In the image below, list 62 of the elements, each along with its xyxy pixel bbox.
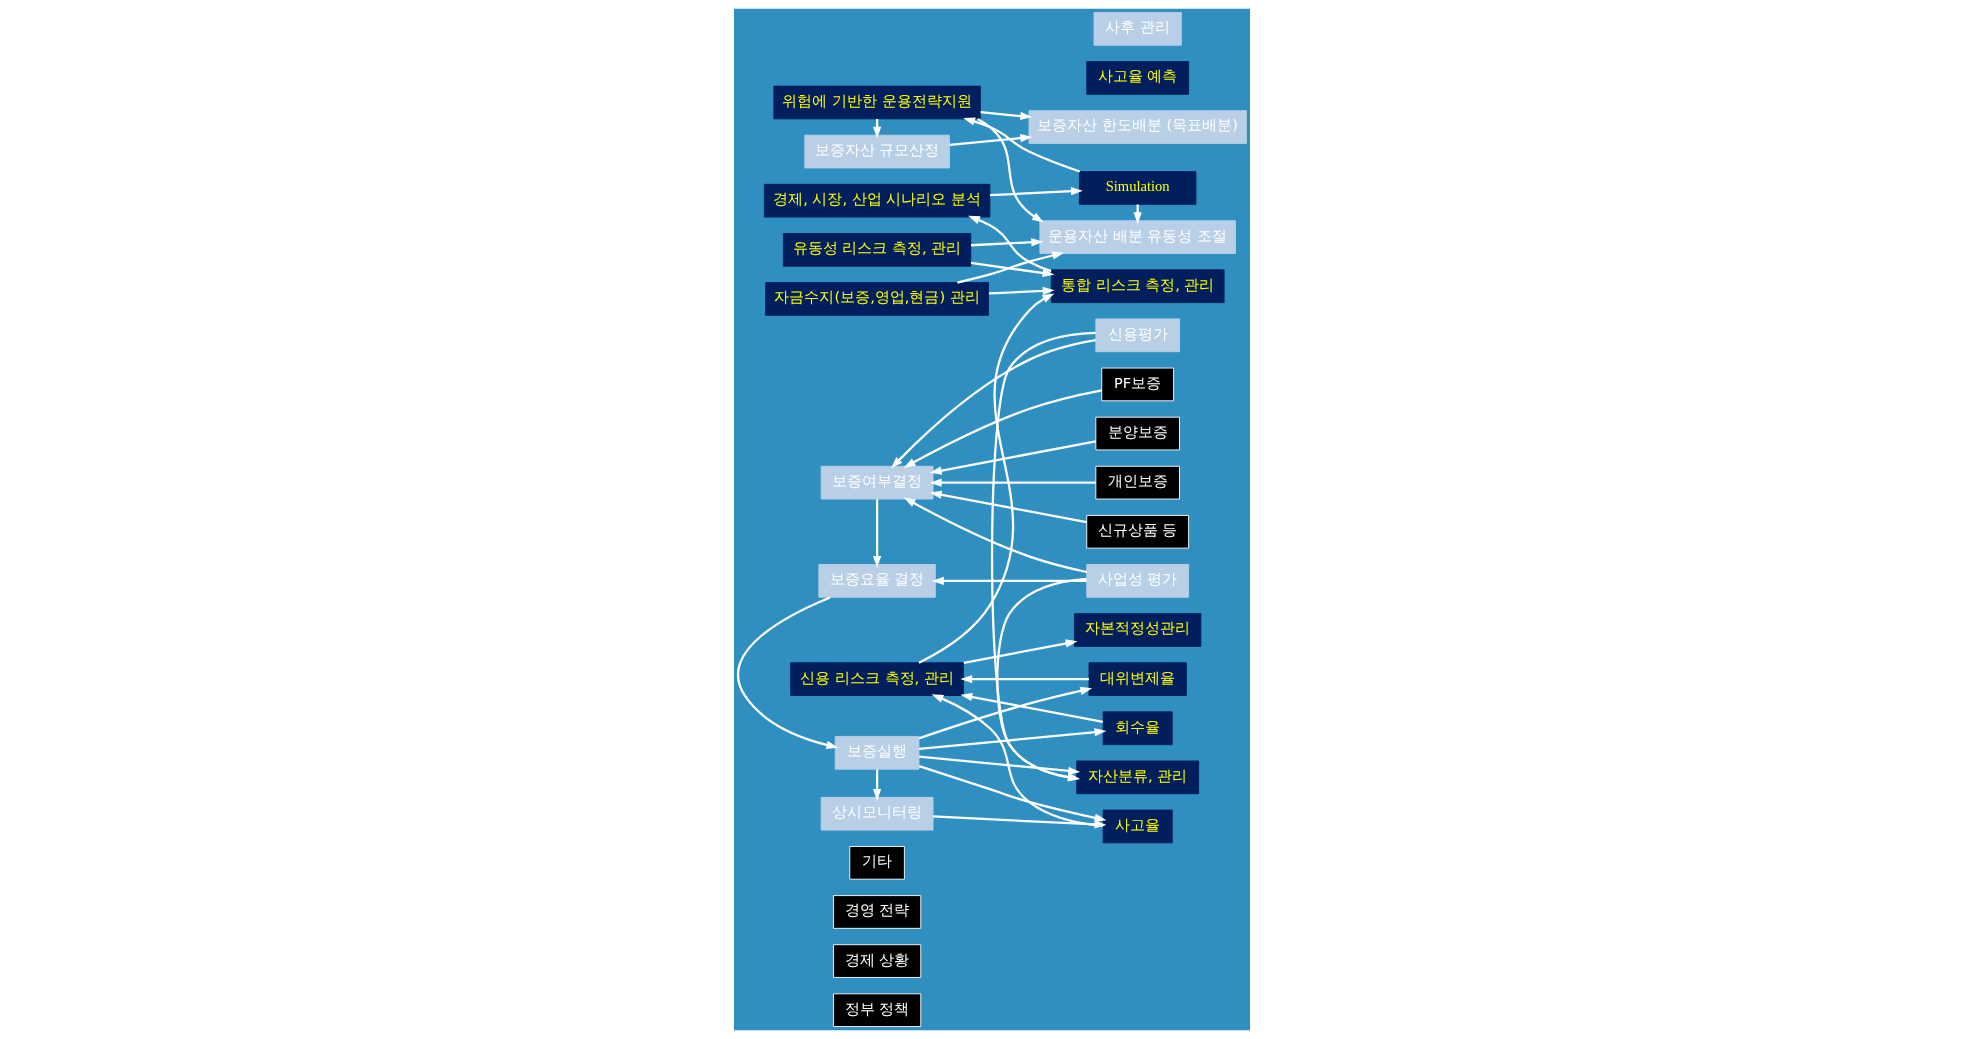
- arrow: [931, 694, 1104, 828]
- arrow: [996, 577, 1087, 782]
- node-box: 신용 리스크 측정, 관리: [790, 662, 964, 696]
- node-box: 보증여부결정: [820, 465, 934, 500]
- arrow: [949, 133, 1033, 146]
- node-box: 통합 리스크 측정, 관리: [1050, 269, 1225, 304]
- node-box: 보증자산 규모산정: [804, 134, 950, 169]
- arrow: [988, 286, 1055, 295]
- arrow: [989, 187, 1083, 197]
- node-box: 경영 전략: [833, 895, 922, 929]
- arrow: [918, 755, 1081, 775]
- node-box: 기타: [849, 846, 905, 880]
- arrow: [872, 499, 882, 568]
- arrow: [929, 478, 1096, 487]
- node-box: 보증실행: [834, 735, 920, 770]
- arrow: [918, 686, 1093, 740]
- node-box: 보증자산 한도배분 (목표배분): [1028, 110, 1247, 144]
- node-box: 경제 상황: [833, 944, 922, 978]
- node-box: 사고율: [1102, 809, 1173, 844]
- node-box: 운용자산 배분 유동성 조절: [1039, 220, 1236, 254]
- arrow: [971, 238, 1044, 247]
- arrow: [929, 440, 1096, 475]
- arrow: [918, 765, 1107, 822]
- arrow: [929, 490, 1087, 524]
- arrow: [932, 576, 1087, 586]
- arrow: [872, 769, 882, 801]
- arrow: [918, 293, 1055, 664]
- node-box: 사업성 평가: [1086, 564, 1190, 598]
- node-box: 유동성 리스크 측정, 관리: [782, 233, 972, 267]
- node-box: 자금수지(보증,영업,현금) 관리: [765, 282, 989, 316]
- node-box: Simulation: [1079, 171, 1197, 205]
- node-box: 회수율: [1102, 711, 1173, 746]
- node-box: 사후 관리: [1093, 12, 1182, 46]
- arrow: [963, 117, 1081, 173]
- node-box: 신규상품 등: [1086, 514, 1190, 549]
- node-box: 자산분류, 관리: [1076, 760, 1200, 795]
- arrow: [960, 674, 1089, 684]
- node-box: 보증요율 결정: [818, 564, 936, 598]
- node-box: PF보증: [1101, 367, 1175, 402]
- node-box: 경제, 시장, 산업 시나리오 분석: [763, 183, 991, 218]
- arrow: [957, 251, 1065, 284]
- arrow: [990, 331, 1096, 782]
- node-box: 위험에 기반한 운용전략지원: [773, 85, 981, 120]
- arrow: [980, 111, 1033, 121]
- node-box: 자본적정성관리: [1074, 613, 1202, 647]
- arrow: [891, 339, 1096, 469]
- node-box: 신용평가: [1095, 318, 1180, 353]
- arrow: [968, 215, 1052, 273]
- node-box: 대위변제율: [1088, 662, 1187, 696]
- node-box: 상시모니터링: [820, 796, 934, 831]
- node-box: 분양보증: [1095, 416, 1180, 451]
- arrow: [737, 596, 839, 749]
- arrow: [918, 728, 1107, 751]
- node-box: 정부 정책: [833, 993, 922, 1027]
- node-box: 개인보증: [1095, 465, 1180, 500]
- arrow: [903, 389, 1102, 468]
- arrow: [903, 497, 1087, 574]
- arrow: [977, 117, 1044, 223]
- arrow: [963, 639, 1078, 664]
- node-box: 사고율 예측: [1086, 61, 1190, 95]
- arrow: [970, 261, 1055, 278]
- arrow: [960, 692, 1104, 723]
